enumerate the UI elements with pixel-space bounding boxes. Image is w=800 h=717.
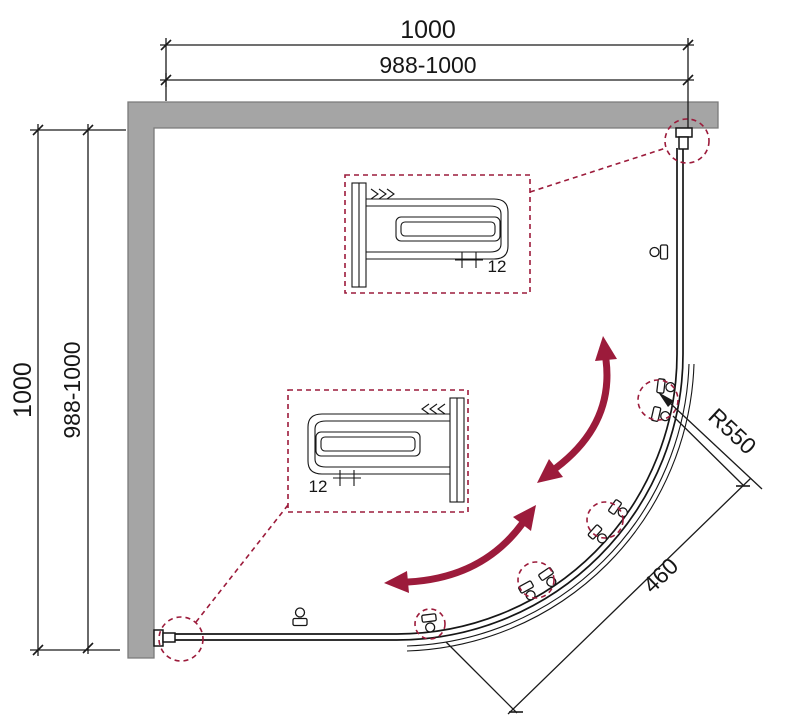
dim-tick [82,124,94,136]
door-section [315,431,421,457]
dim-label-opening: 460 [638,553,684,598]
glass-inner-line [174,148,678,635]
wall-corner [127,101,719,659]
detail-leader-top [529,147,667,193]
extension-line [445,641,518,714]
dim-label-detail-bottom: 12 [309,477,328,496]
rollers [292,244,676,633]
hatch-marks [370,188,395,200]
dim-top-outer: 1000 [160,16,694,133]
roller-icon [649,244,669,260]
roller-icon [421,613,437,633]
hatch-marks [421,403,446,415]
dim-tick [160,39,172,51]
profile-rail-outer [307,413,450,475]
radius-leader-line [670,403,763,490]
profile-rail-inner [314,420,450,468]
door-section [395,216,501,242]
radius-callout: R550 [658,392,763,490]
slide-arrows [384,336,617,593]
arrowhead-icon [513,505,536,531]
dim-label-top-outer: 1000 [400,16,456,44]
dim-label-detail-top: 12 [488,257,507,276]
arrowhead-icon [658,392,674,407]
dim-tick [82,642,94,654]
slide-arrow-lower [404,520,526,586]
dim-tick [160,74,172,86]
arrowhead-icon [537,459,563,483]
wall-profile-top-right [675,127,693,150]
detail-frame [344,174,531,294]
dim-tick [682,74,694,86]
profile-body [678,136,689,150]
roller-icon [538,567,557,588]
profile-plate [153,629,164,647]
door-panel-line [406,363,690,647]
detail-box-top: 12 [344,174,531,294]
dim-left-outer: 1000 [9,124,126,656]
dim-tick [32,124,44,136]
highlight-circle-roller [637,379,679,421]
dim-label-radius: R550 [703,403,761,460]
dimension-line [507,477,752,715]
dim-label-left-outer: 1000 [9,362,37,418]
profile-body [162,632,176,643]
detail-box-bottom: 12 [287,389,469,513]
dim-tick [682,39,694,51]
dim-tick [32,644,44,656]
dim-label-left-inner: 988-1000 [59,341,85,438]
arrowhead-icon [595,336,617,361]
door-section-inner [400,221,496,237]
roller-icon [292,607,308,627]
arrowhead-icon [384,571,409,593]
highlight-circle-bottom-left [158,616,204,662]
wall-profile-bottom-left [153,629,176,647]
dim-label-top-inner: 988-1000 [379,52,476,78]
detail-leader-bottom [195,504,289,623]
profile-rail-outer [366,198,509,260]
highlight-circle-roller [517,561,555,599]
profile-plate [675,127,693,138]
extension-line [672,415,745,487]
roller-icon [518,580,536,601]
highlight-circle-roller [414,608,446,640]
detail-highlights [158,118,710,662]
roller-icon [656,378,676,394]
dim-left-inner: 988-1000 [59,124,94,654]
door-section-inner [320,436,416,452]
profile-rail-inner [366,205,502,253]
highlight-circle-top-right [664,118,710,164]
roller-icon [587,524,608,544]
detail-frame [287,389,469,513]
dim-top-inner: 988-1000 [160,52,694,87]
slide-arrow-upper [552,356,611,472]
highlight-circle-roller [586,501,624,539]
